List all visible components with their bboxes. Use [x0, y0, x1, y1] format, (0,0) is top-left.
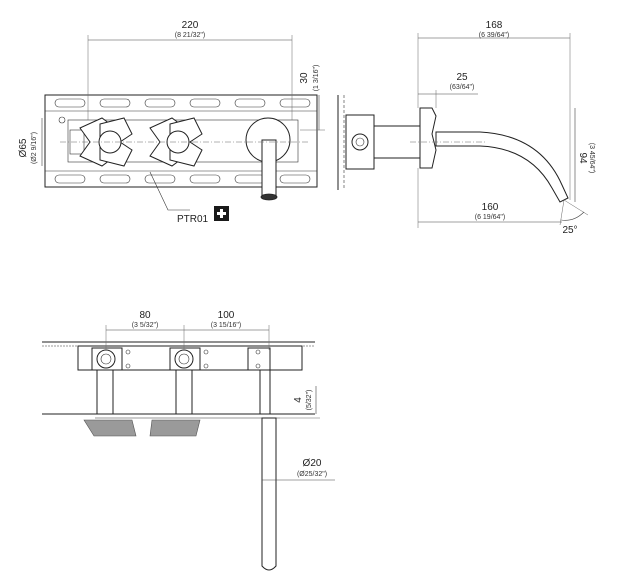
top-view: 80 (3 5/32") 100 (3 15/16") 4 (5/32") Ø2…: [42, 310, 335, 571]
dim-d65-imperial: (Ø2 9/16"): [31, 132, 38, 164]
side-view: 168 (6 39/64") 25 (63/64") 94 (3 45/64")…: [337, 20, 595, 236]
mounting-plate: [44, 94, 318, 188]
callout-leader: [149, 171, 190, 211]
dim-94-imperial: (3 45/64"): [588, 143, 595, 174]
right-handle-top: [149, 419, 201, 437]
plus-icon: [214, 206, 229, 221]
dim-220-imperial: (8 21/32"): [175, 32, 206, 39]
dim-4-value: 4: [293, 397, 304, 403]
dim-25-value: 25: [456, 72, 468, 83]
dim-168-value: 168: [486, 20, 503, 31]
dim-d65-value: Ø65: [18, 138, 29, 157]
dim-100-imperial: (3 15/16"): [211, 322, 242, 329]
spout-flange: [419, 107, 437, 169]
dim-80-imperial: (3 5/32"): [132, 322, 159, 329]
callout-label: PTR01: [177, 214, 209, 225]
dim-d20-imperial: (Ø25/32"): [297, 471, 327, 478]
spout-side: [435, 131, 569, 203]
plate-slots: [54, 98, 311, 184]
dim-168-imperial: (6 39/64"): [479, 32, 510, 39]
spout-front: [261, 139, 277, 199]
dim-30-imperial: (1 3/16"): [313, 65, 320, 92]
dim-d20-value: Ø20: [303, 458, 322, 469]
dim-25-imperial: (63/64"): [450, 84, 475, 91]
dim-160-value: 160: [482, 202, 499, 213]
dim-angle-value: 25°: [562, 225, 577, 236]
left-valve: [96, 349, 116, 369]
dim-4-imperial: (5/32"): [306, 390, 313, 411]
dim-94-value: 94: [577, 152, 588, 164]
dim-80-value: 80: [139, 310, 151, 321]
dim-160-imperial: (6 19/64"): [475, 214, 506, 221]
spout-top: [261, 417, 277, 571]
dim-220-value: 220: [182, 20, 199, 31]
front-view: 220 (8 21/32") 30 (1 3/16") Ø65 (Ø2 9/16…: [18, 20, 325, 225]
right-valve: [174, 349, 194, 369]
dim-30-value: 30: [299, 72, 310, 84]
dim-100-value: 100: [218, 310, 235, 321]
left-handle-top: [83, 419, 137, 437]
